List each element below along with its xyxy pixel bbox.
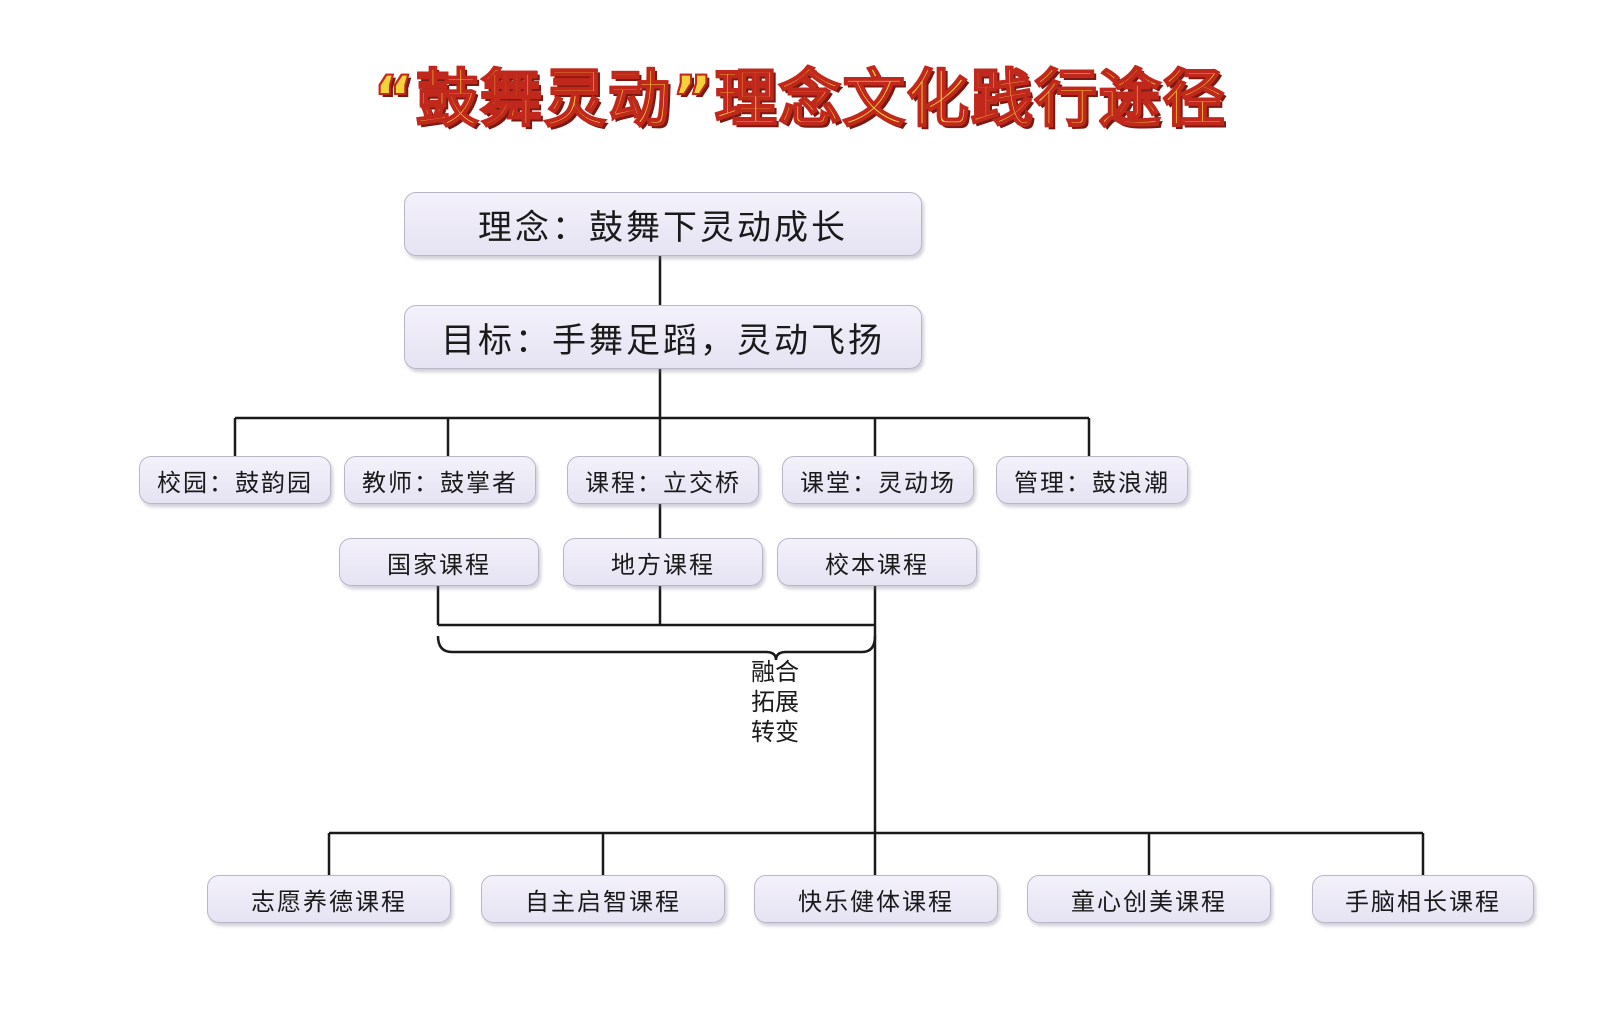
pillar-curriculum: 课程：立交桥 [567, 456, 759, 504]
national-curriculum-box: 国家课程 [339, 538, 539, 586]
pillar-management: 管理：鼓浪潮 [996, 456, 1188, 504]
goal-box: 目标：手舞足蹈，灵动飞扬 [404, 305, 922, 369]
course-childlike-beauty: 童心创美课程 [1027, 875, 1271, 923]
pillar-teachers: 教师：鼓掌者 [344, 456, 536, 504]
integration-word-2: 拓展 [751, 688, 799, 716]
course-hand-brain: 手脑相长课程 [1312, 875, 1534, 923]
course-volunteer-virtue: 志愿养德课程 [207, 875, 451, 923]
integration-word-1: 融合 [751, 658, 799, 686]
local-curriculum-box: 地方课程 [563, 538, 763, 586]
course-happy-fitness: 快乐健体课程 [754, 875, 998, 923]
concept-box: 理念：鼓舞下灵动成长 [404, 192, 922, 256]
integration-label: 融合 拓展 转变 [745, 657, 805, 747]
pillar-campus: 校园：鼓韵园 [139, 456, 331, 504]
school-curriculum-box: 校本课程 [777, 538, 977, 586]
pillar-classroom: 课堂：灵动场 [782, 456, 974, 504]
diagram-title: “鼓舞灵动”理念文化践行途径 [372, 61, 1227, 136]
course-autonomy-wisdom: 自主启智课程 [481, 875, 725, 923]
integration-word-3: 转变 [751, 718, 799, 746]
integration-brace [436, 635, 877, 661]
